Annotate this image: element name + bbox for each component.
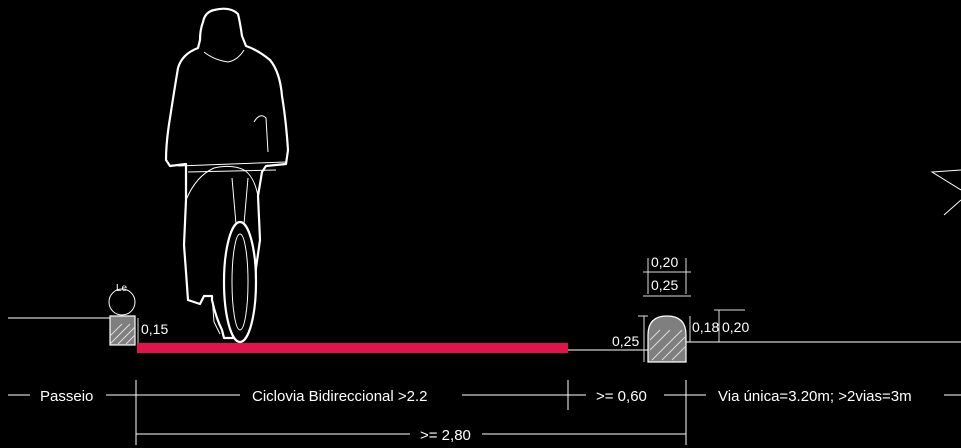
direction-arrow-tail [943,199,961,216]
total-width-label: >= 2,80 [420,427,471,444]
direction-arrow [930,169,961,191]
dim-025-left-label: 0,25 [612,333,639,349]
dim-015-label: 0,15 [141,321,168,337]
dim-020-right-label: 0,20 [722,319,749,335]
ciclovia-label: Ciclovia Bidireccional >2.2 [252,388,428,405]
cyclist-figure [164,7,290,344]
dim-025-top-label: 0,25 [651,277,678,293]
cycle-lane-surface [137,343,568,353]
dim-020-top-label: 0,20 [651,254,678,270]
separator-width-label: >= 0,60 [596,388,647,405]
passeio-label: Passeio [40,388,93,405]
left-curb [109,315,136,346]
separator-curb [647,315,687,363]
le-label: Le [116,283,128,294]
via-label: Via única=3.20m; >2vias=3m [718,388,912,405]
top-dimension-stack [643,258,691,297]
bollard-symbol [108,288,136,316]
dim-018-label: 0,18 [692,319,719,335]
